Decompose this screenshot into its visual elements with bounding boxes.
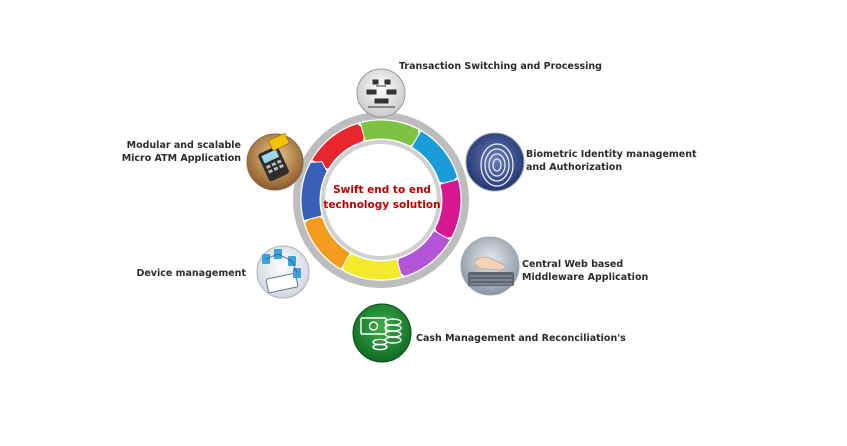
node-device bbox=[256, 245, 310, 299]
cash-coins-icon bbox=[360, 317, 402, 351]
label-cash: Cash Management and Reconciliation's bbox=[416, 333, 626, 344]
node-microatm bbox=[246, 133, 304, 191]
node-transaction bbox=[356, 68, 406, 118]
card-terminal-icon bbox=[258, 133, 290, 182]
inner-ring bbox=[321, 140, 441, 260]
node-cash bbox=[352, 303, 412, 363]
label-microatm: Modular and scalable Micro ATM Applicati… bbox=[121, 140, 241, 164]
center-title-line1: Swift end to end bbox=[333, 184, 431, 196]
label-biometric: Biometric Identity management and Author… bbox=[526, 149, 697, 173]
cycle-arrows bbox=[300, 119, 462, 281]
devices-network-icon bbox=[262, 249, 301, 294]
fingerprint-icon bbox=[480, 143, 514, 187]
node-biometric bbox=[465, 132, 525, 192]
node-middleware bbox=[460, 236, 520, 296]
switch-router-icon bbox=[366, 79, 397, 108]
label-middleware: Central Web based Middleware Application bbox=[522, 259, 649, 283]
label-transaction: Transaction Switching and Processing bbox=[399, 61, 602, 72]
label-device: Device management bbox=[136, 268, 246, 279]
cycle-arrow-segment bbox=[300, 161, 328, 222]
keyboard-typing-icon bbox=[468, 256, 514, 286]
center-title-line2: technology solution bbox=[323, 199, 441, 211]
center-title: Swift end to end technology solution bbox=[322, 183, 442, 213]
